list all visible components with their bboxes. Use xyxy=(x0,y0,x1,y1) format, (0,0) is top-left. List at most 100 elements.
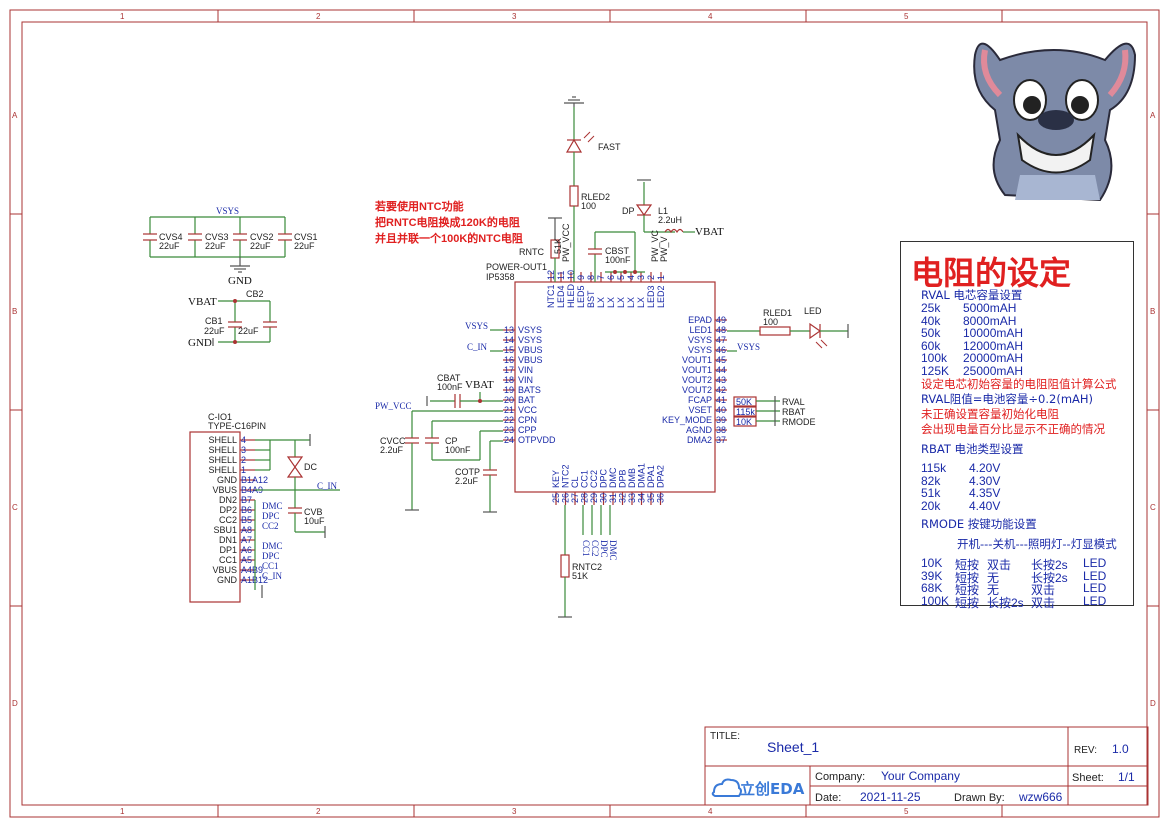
led-diode[interactable] xyxy=(809,322,822,340)
ic-pin-name: LX xyxy=(606,297,616,308)
settings-heading: 电阻的设定 xyxy=(911,254,1072,292)
svg-text:DC: DC xyxy=(304,462,317,472)
ic-pin-number: 20 xyxy=(504,395,514,405)
svg-text:立创EDA: 立创EDA xyxy=(740,780,805,798)
ic-pin-number: 15 xyxy=(504,345,514,355)
rmode-power-on: 短按 xyxy=(955,583,980,597)
rval-title: RVAL 电芯容量设置 xyxy=(921,288,1023,302)
svg-text:50K: 50K xyxy=(736,397,752,407)
fast-led[interactable] xyxy=(565,138,583,153)
ic-pin-name: CC2 xyxy=(589,470,599,488)
vbat-net-label-ic: VBAT xyxy=(465,379,494,391)
ic-pin-name: DPB xyxy=(618,469,628,488)
cbst-ref: CBST xyxy=(605,246,630,256)
svg-text:CVS3: CVS3 xyxy=(205,232,229,242)
svg-text:Sheet:: Sheet: xyxy=(1072,772,1104,784)
ruler-col-5-bottom: 5 xyxy=(904,807,909,816)
connector-pin-name: VBUS xyxy=(212,485,237,495)
pw-vcc-label: PW_VCC xyxy=(561,223,571,262)
ic-pin-name: VSYS xyxy=(688,335,712,345)
ic-pin-number: 42 xyxy=(716,385,726,395)
ic-pin-name: VOUT1 xyxy=(682,365,712,375)
connector-nets: DC C_IN CVB 10uF DMC DPC CC2 DMC DPC CC1… xyxy=(254,434,340,598)
svg-text:RLED1: RLED1 xyxy=(763,308,792,318)
ic-pin-name: VSYS xyxy=(518,335,542,345)
ic-pin-number: 41 xyxy=(716,395,726,405)
rval-resistance: 125K xyxy=(921,363,950,378)
svg-text:Company:: Company: xyxy=(815,771,865,783)
svg-text:C-IO1: C-IO1 xyxy=(208,412,232,422)
connector-pin-number: 2 xyxy=(241,455,246,465)
svg-text:TITLE:: TITLE: xyxy=(710,731,740,742)
ruler-col-3-bottom: 3 xyxy=(512,807,517,816)
connector-pin-name: CC2 xyxy=(219,515,237,525)
ic-pin-name: HLED xyxy=(566,283,576,308)
ic-pin-number: 49 xyxy=(716,315,726,325)
formula: RVAL阻值=电池容量÷0.2(mAH) xyxy=(921,392,1094,406)
svg-text:DPC: DPC xyxy=(262,551,280,561)
rled2-resistor[interactable] xyxy=(569,185,579,207)
ic-pin-number: 33 xyxy=(627,493,637,503)
ic-pin-number: 22 xyxy=(504,415,514,425)
cb2-value: 22uF xyxy=(238,326,259,336)
svg-text:PW_VC: PW_VC xyxy=(650,229,660,262)
l1-inductor[interactable] xyxy=(664,228,684,234)
svg-text:2.2uF: 2.2uF xyxy=(455,476,479,486)
rmode-display: LED xyxy=(1083,556,1107,570)
dc-tvs-diode[interactable] xyxy=(286,456,304,469)
rmode-light: 长按2s xyxy=(1031,570,1068,585)
ic-pin-number: 14 xyxy=(504,335,514,345)
rmode-display: LED xyxy=(1083,593,1107,608)
svg-text:51K: 51K xyxy=(572,571,588,581)
ic-pin-name: VSYS xyxy=(518,325,542,335)
ic-pin-number: 34 xyxy=(637,493,647,503)
svg-text:CP: CP xyxy=(445,436,458,446)
ip5358-ic[interactable]: POWER-OUT1 IP5358 12NTC111LED410HLED9LED… xyxy=(486,262,727,505)
connector-pin-number: B7 xyxy=(241,495,252,505)
ic-pin-number: 7 xyxy=(596,275,606,280)
ic-pin-name: LED3 xyxy=(646,285,656,308)
fast-led-label: FAST xyxy=(598,142,621,152)
connector-pin-name: SHELL xyxy=(208,455,237,465)
ruler-col-1-bottom: 1 xyxy=(120,807,125,816)
vsys-net-label: VSYS xyxy=(216,206,239,216)
rntc2-resistor[interactable] xyxy=(560,554,570,578)
ic-pin-number: 16 xyxy=(504,355,514,365)
svg-text:DMC: DMC xyxy=(262,501,283,511)
cb1-value: 22uF xyxy=(204,326,225,336)
svg-text:RNTC2: RNTC2 xyxy=(572,562,602,572)
ic-pin-number: 19 xyxy=(504,385,514,395)
svg-text:2.2uF: 2.2uF xyxy=(380,445,404,455)
svg-text:DP: DP xyxy=(622,206,635,216)
c-in-net-label: C_IN xyxy=(467,342,488,352)
rmode-light: 双击 xyxy=(1031,583,1056,597)
connector-pin-number: B6 xyxy=(241,505,252,515)
svg-text:CVS4: CVS4 xyxy=(159,232,183,242)
rval-capacity: 8000mAH xyxy=(963,313,1017,328)
svg-text:10K: 10K xyxy=(736,417,752,427)
dp-diode[interactable] xyxy=(635,204,653,217)
rval-resistance: 50k xyxy=(921,326,941,340)
ic-ref: POWER-OUT1 xyxy=(486,262,547,272)
connector-pin-name: CC1 xyxy=(219,555,237,565)
vbat-net-label-cb: VBAT xyxy=(188,296,217,308)
ic-pin-name: LX xyxy=(626,297,636,308)
svg-text:RBAT: RBAT xyxy=(782,407,806,417)
svg-text:CVB: CVB xyxy=(304,507,323,517)
rmode-resistance: 39K xyxy=(921,568,943,583)
rmode-power-off: 双击 xyxy=(987,558,1012,572)
rmode-power-on: 短按 xyxy=(955,595,980,610)
svg-text:RNTC: RNTC xyxy=(519,247,544,257)
rmode-resistance: 100K xyxy=(921,593,950,608)
ruler-bottom: 1 2 3 4 5 xyxy=(120,805,1003,817)
ic-pin-number: 30 xyxy=(599,493,609,503)
left-power-nets: VSYS C_IN CBAT 100nF VBAT PW_VCC CVCC 2.… xyxy=(375,321,503,513)
rbat-resistance: 51k xyxy=(921,486,941,500)
rled1-resistor[interactable] xyxy=(759,326,791,336)
